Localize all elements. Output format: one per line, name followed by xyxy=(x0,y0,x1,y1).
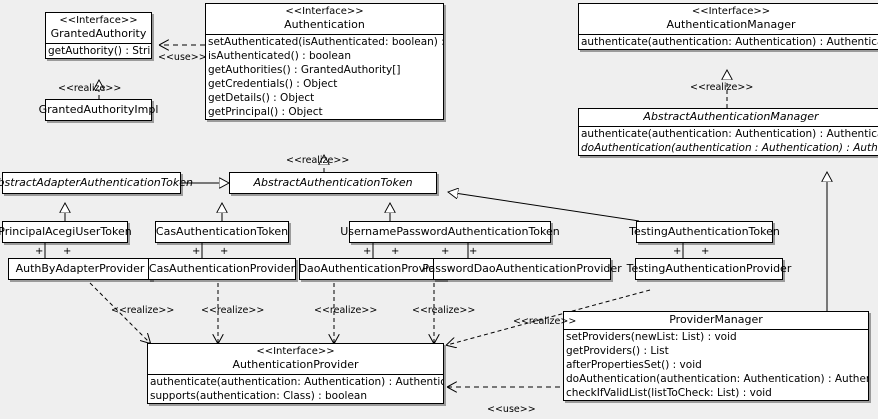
class-name: AuthenticationManager xyxy=(666,18,796,31)
multiplicity-marker: + xyxy=(63,246,72,257)
class-name: PrincipalAcegiUserToken xyxy=(0,225,132,238)
class-granted-authority-impl[interactable]: GrantedAuthorityImpl xyxy=(39,99,158,121)
member-row: authenticate(authentication: Authenticat… xyxy=(581,128,878,140)
edge-label-realize-abstract-authentication-token: <<realize>> xyxy=(286,155,350,166)
multiplicity-marker: + xyxy=(220,246,229,257)
class-testing-authentication-token[interactable]: TestingAuthenticationToken xyxy=(629,221,780,243)
class-authentication[interactable]: <<Interface>> Authentication setAuthenti… xyxy=(205,3,444,120)
class-name: AbstractAuthenticationManager xyxy=(643,110,819,123)
member-row: setAuthenticated(isAuthenticated: boolea… xyxy=(208,36,443,48)
class-name: CasAuthenticationToken xyxy=(155,225,289,238)
edge-label-realize-provider-manager: <<realize>> xyxy=(513,316,577,327)
stereotype-label: <<Interface>> xyxy=(691,6,771,17)
multiplicity-marker: + xyxy=(701,246,710,257)
member-compartment: authenticate(authentication: Authenticat… xyxy=(148,374,443,403)
class-username-password-authentication-token[interactable]: UsernamePasswordAuthenticationToken xyxy=(340,221,560,243)
class-cas-authentication-provider[interactable]: CasAuthenticationProvider xyxy=(148,258,296,280)
class-authentication-provider[interactable]: <<Interface>> AuthenticationProvider aut… xyxy=(147,343,444,404)
multiplicity-marker: + xyxy=(469,246,478,257)
member-row: checkIfValidList(listToCheck: List) : vo… xyxy=(566,387,772,399)
class-authentication-manager[interactable]: <<Interface>> AuthenticationManager auth… xyxy=(578,3,878,50)
member-compartment: getAuthority() : String xyxy=(46,43,151,58)
class-abstract-authentication-manager[interactable]: AbstractAuthenticationManager authentica… xyxy=(578,108,878,156)
member-row: getPrincipal() : Object xyxy=(208,106,323,118)
edge-label-realize-dao-authentication-provider: <<realize>> xyxy=(314,305,378,316)
edge-label-realize-password-dao-authentication-provider: <<realize>> xyxy=(412,305,476,316)
class-name: TestingAuthenticationProvider xyxy=(626,262,792,275)
member-row: isAuthenticated() : boolean xyxy=(208,50,351,62)
edge-label-realize-cas-authentication-provider: <<realize>> xyxy=(201,305,265,316)
member-row: setProviders(newList: List) : void xyxy=(566,331,737,343)
member-row: doAuthentication(authentication: Authent… xyxy=(566,373,868,385)
class-testing-authentication-provider[interactable]: TestingAuthenticationProvider xyxy=(627,258,791,280)
class-name: CasAuthenticationProvider xyxy=(148,262,296,275)
class-abstract-authentication-token[interactable]: AbstractAuthenticationToken xyxy=(229,172,437,194)
multiplicity-marker: + xyxy=(192,246,201,257)
member-compartment: authenticate(authentication: Authenticat… xyxy=(579,126,878,155)
class-header: <<Interface>> Authentication xyxy=(206,4,443,34)
class-name: UsernamePasswordAuthenticationToken xyxy=(340,225,560,238)
multiplicity-marker: + xyxy=(673,246,682,257)
member-compartment: setProviders(newList: List) : void getPr… xyxy=(564,329,868,400)
class-name: AbstractAuthenticationToken xyxy=(253,176,413,189)
edge-label-realize-auth-by-adapter-provider: <<realize>> xyxy=(111,305,175,316)
member-compartment: setAuthenticated(isAuthenticated: boolea… xyxy=(206,34,443,119)
member-row: getAuthority() : String xyxy=(48,45,151,57)
class-name: GrantedAuthority xyxy=(50,27,147,40)
class-name: PasswordDaoAuthenticationProvider xyxy=(422,262,622,275)
multiplicity-marker: + xyxy=(35,246,44,257)
class-name: DaoAuthenticationProvider xyxy=(298,262,447,275)
member-row: getCredentials() : Object xyxy=(208,78,338,90)
class-header: <<Interface>> GrantedAuthority xyxy=(46,13,151,43)
class-name: AuthenticationProvider xyxy=(232,358,359,371)
member-row: afterPropertiesSet() : void xyxy=(566,359,702,371)
class-name: GrantedAuthorityImpl xyxy=(38,103,159,116)
edge-label-use-provider-manager: <<use>> xyxy=(487,404,536,415)
member-row: getDetails() : Object xyxy=(208,92,315,104)
class-auth-by-adapter-provider[interactable]: AuthByAdapterProvider xyxy=(8,258,152,280)
class-header: ProviderManager xyxy=(564,312,868,329)
class-abstract-adapter-authentication-token[interactable]: AbstractAdapterAuthenticationToken xyxy=(0,172,193,194)
member-row: authenticate(authentication: Authenticat… xyxy=(150,376,443,388)
class-cas-authentication-token[interactable]: CasAuthenticationToken xyxy=(155,221,289,243)
class-name: AuthByAdapterProvider xyxy=(15,262,145,275)
class-name: ProviderManager xyxy=(669,313,763,326)
member-row: getAuthorities() : GrantedAuthority[] xyxy=(208,64,401,76)
class-name: AbstractAdapterAuthenticationToken xyxy=(0,176,193,189)
multiplicity-marker: + xyxy=(441,246,450,257)
member-compartment: authenticate(authentication: Authenticat… xyxy=(579,34,878,49)
stereotype-label: <<Interface>> xyxy=(59,15,138,26)
class-name: Authentication xyxy=(284,18,365,31)
member-row: supports(authentication: Class) : boolea… xyxy=(150,390,367,402)
class-header: <<Interface>> AuthenticationManager xyxy=(579,4,878,34)
class-dao-authentication-provider[interactable]: DaoAuthenticationProvider xyxy=(299,258,447,280)
class-name: TestingAuthenticationToken xyxy=(629,225,780,238)
stereotype-label: <<Interface>> xyxy=(256,346,335,357)
member-row: getProviders() : List xyxy=(566,345,669,357)
class-granted-authority[interactable]: <<Interface>> GrantedAuthority getAuthor… xyxy=(45,12,152,59)
class-provider-manager[interactable]: ProviderManager setProviders(newList: Li… xyxy=(563,311,869,401)
edge-label-realize-abstract-authentication-manager: <<realize>> xyxy=(690,82,754,93)
class-principal-acegi-user-token[interactable]: PrincipalAcegiUserToken xyxy=(0,221,132,243)
class-header: AbstractAuthenticationManager xyxy=(579,109,878,126)
stereotype-label: <<Interface>> xyxy=(285,6,364,17)
class-password-dao-authentication-provider[interactable]: PasswordDaoAuthenticationProvider xyxy=(422,258,622,280)
class-header: <<Interface>> AuthenticationProvider xyxy=(148,344,443,374)
edge-label-use-granted-authority: <<use>> xyxy=(158,52,207,63)
edge-label-realize-granted-authority-impl: <<realize>> xyxy=(58,83,122,94)
member-row: doAuthentication(authentication : Authen… xyxy=(581,142,878,154)
multiplicity-marker: + xyxy=(363,246,372,257)
multiplicity-marker: + xyxy=(391,246,400,257)
member-row: authenticate(authentication: Authenticat… xyxy=(581,36,878,48)
